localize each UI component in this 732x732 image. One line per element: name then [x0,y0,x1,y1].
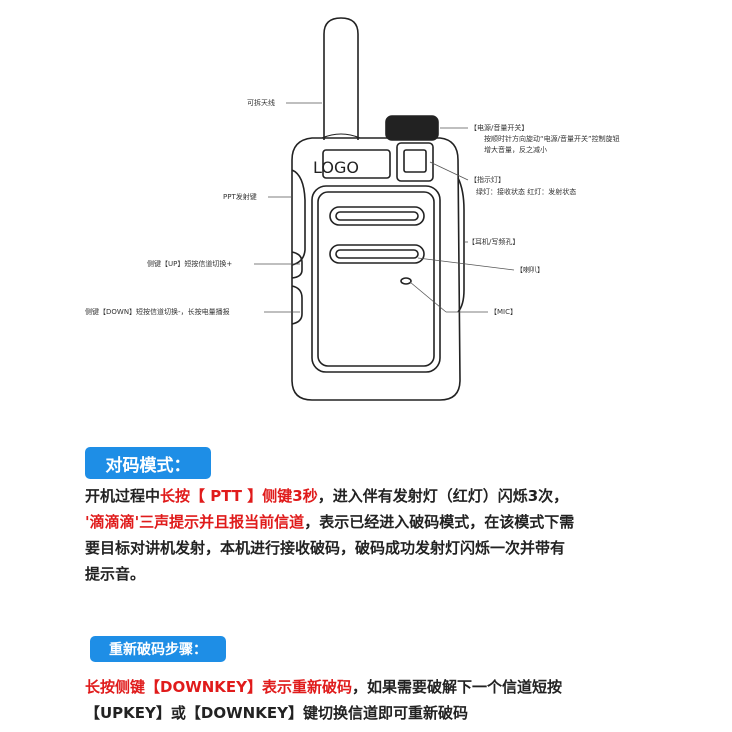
power-desc-1: 按顺时针方向旋动“电源/音量开关”控制旋钮 [484,135,620,143]
recrack-line-2: 【UPKEY】或【DOWNKEY】键切换信道即可重新破码 [85,704,468,722]
speaker-slot [329,244,425,264]
power-desc-2: 增大音量，反之减小 [484,146,547,154]
indicator-title: 【指示灯】 [470,176,505,184]
pairing-mode-badge: 对码模式： [85,447,211,479]
up-side-button [291,251,303,279]
pairing-line-2: '滴滴滴'三声提示并且报当前信道，表示已经进入破码模式，在该模式下需 [85,509,685,535]
highlight-span: 长按侧键【DOWNKEY】表示重新破码 [85,678,353,696]
text-span: ，表示已经进入破码模式，在该模式下需 [304,513,575,531]
recrack-steps-badge: 重新破码步骤： [90,636,226,662]
speaker-slot [329,206,425,226]
volume-knob [385,115,439,141]
ptt-side-button [291,169,306,266]
pairing-line-4: 提示音。 [85,565,146,583]
pairing-mode-paragraph: 开机过程中长按【 PTT 】侧键3秒，进入伴有发射灯（红灯）闪烁3次， '滴滴滴… [85,483,685,587]
logo-box [322,149,391,179]
indicator-desc: 绿灯：接收状态 红灯：发射状态 [476,188,577,196]
pairing-line-1: 开机过程中长按【 PTT 】侧键3秒，进入伴有发射灯（红灯）闪烁3次， [85,483,685,509]
text-span: ，进入伴有发射灯（红灯）闪烁3次， [317,487,569,505]
power-title: 【电源/音量开关】 [470,124,529,132]
indicator-light [403,149,427,173]
antenna-label: 可拆天线 [247,99,275,107]
side-down-label: 侧键【DOWN】短按信道切换-，长按电量播报 [85,308,230,316]
logo-text: LOGO [313,158,359,177]
text-span: ，如果需要破解下一个信道短按 [352,678,563,696]
device-body [291,137,461,401]
speaker-label: 【喇叭】 [516,266,544,274]
earphone-label: 【耳机/写频孔】 [468,238,520,246]
highlight-span: 长按【 PTT 】侧键3秒 [160,487,318,505]
down-side-button [291,285,303,325]
antenna-shape [323,17,359,140]
mic-label: 【MIC】 [490,308,517,316]
device-illustration [254,17,515,401]
highlight-span: '滴滴滴'三声提示并且报当前信道 [85,513,305,531]
indicator-frame [396,142,434,182]
mic-hole [400,277,412,285]
side-up-label: 侧键【UP】短按信道切换+ [147,260,233,268]
front-panel [311,185,441,373]
walkie-talkie-diagram: LOGO 可拆天线 PPT发射键 侧键【UP】短按信道切换+ 侧键【DOWN】短… [85,17,620,401]
recrack-line-1: 长按侧键【DOWNKEY】表示重新破码，如果需要破解下一个信道短按 [85,674,685,700]
pairing-line-3: 要目标对讲机发射，本机进行接收破码，破码成功发射灯闪烁一次并带有 [85,539,566,557]
recrack-paragraph: 长按侧键【DOWNKEY】表示重新破码，如果需要破解下一个信道短按 【UPKEY… [85,674,685,726]
text-span: 开机过程中 [85,487,161,505]
ptt-label: PPT发射键 [223,193,257,201]
